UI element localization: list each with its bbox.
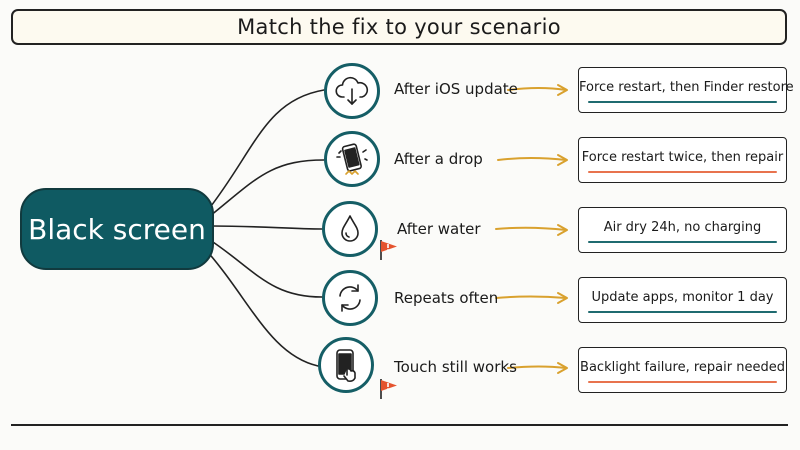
warning-flag-icon: [380, 240, 397, 260]
connector-curve-3: [211, 225, 323, 230]
phone-touch-icon: [318, 337, 374, 393]
fix-underline-teal: [588, 311, 777, 313]
fix-text-drop: Force restart twice, then repair: [581, 150, 784, 165]
scenario-label-drop: After a drop: [394, 150, 483, 168]
cloud-download-icon: [324, 63, 380, 119]
fix-text-touch: Backlight failure, repair needed: [580, 360, 785, 375]
fix-text-repeats: Update apps, monitor 1 day: [591, 290, 774, 305]
scenario-label-repeats: Repeats often: [394, 289, 499, 307]
arrow-5: [507, 362, 568, 374]
water-drop-icon: [322, 201, 378, 257]
hub-label: Black screen: [28, 212, 206, 246]
fix-card-ios-update: Force restart, then Finder restore: [578, 67, 794, 113]
arrow-2: [497, 154, 568, 166]
connector-curve-2: [209, 159, 325, 217]
fix-card-water: Air dry 24h, no charging: [578, 207, 787, 253]
fix-text-water: Air dry 24h, no charging: [603, 220, 762, 235]
warning-flag-icon: [380, 379, 397, 399]
hub-node: Black screen: [20, 188, 214, 270]
arrow-1: [507, 84, 568, 96]
fix-underline-teal: [588, 101, 777, 103]
fix-card-drop: Force restart twice, then repair: [578, 137, 787, 183]
title-banner: Match the fix to your scenario: [11, 9, 787, 45]
fix-underline-orange: [588, 171, 777, 173]
fix-underline-teal: [588, 241, 777, 243]
page-title: Match the fix to your scenario: [237, 15, 561, 39]
connector-curve-4: [209, 239, 323, 298]
fix-text-ios-update: Force restart, then Finder restore: [579, 80, 794, 95]
fix-card-repeats: Update apps, monitor 1 day: [578, 277, 787, 323]
refresh-cycle-icon: [322, 270, 378, 326]
bottom-divider: [11, 424, 788, 426]
scenario-label-touch: Touch still works: [394, 358, 517, 376]
connector-curve-1: [207, 89, 325, 211]
connector-curve-5: [205, 249, 319, 367]
fix-card-touch: Backlight failure, repair needed: [578, 347, 787, 393]
scenario-label-ios-update: After iOS update: [394, 80, 518, 98]
scenario-label-water: After water: [397, 220, 481, 238]
arrow-4: [495, 292, 568, 304]
arrow-3: [495, 224, 568, 236]
dropped-phone-icon: [324, 131, 380, 187]
fix-underline-orange: [588, 381, 777, 383]
